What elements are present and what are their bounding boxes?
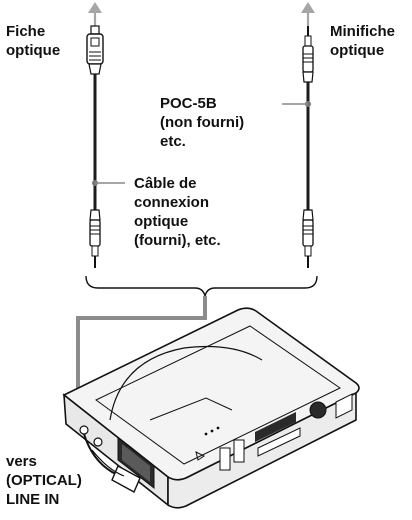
label-line: Minifiche xyxy=(330,23,396,40)
mini-plug-icon xyxy=(89,209,101,268)
grouping-brace xyxy=(85,275,318,297)
mini-plug-icon xyxy=(302,26,314,83)
label-line: Câble de xyxy=(134,175,197,192)
label-destination: vers (OPTICAL) LINE IN xyxy=(6,452,82,509)
arrow-up-icon xyxy=(301,2,315,26)
label-line: optique xyxy=(134,213,189,230)
label-optical-plug: Fiche optique xyxy=(6,22,60,60)
minidisc-recorder-icon xyxy=(62,307,360,509)
label-line: POC-5B xyxy=(160,95,217,112)
optical-plug-icon xyxy=(86,25,104,75)
label-line: (OPTICAL) xyxy=(6,472,82,489)
label-line: etc. xyxy=(160,133,186,150)
label-line: (fourni), etc. xyxy=(134,232,221,249)
label-line: optique xyxy=(6,42,61,59)
connection-line xyxy=(76,296,207,412)
label-line: vers xyxy=(6,453,37,470)
label-line: optique xyxy=(330,42,385,59)
label-poc-cable: POC-5B (non fourni) etc. xyxy=(160,94,244,151)
left-optical-cable xyxy=(86,2,125,268)
plugged-cable xyxy=(83,433,129,481)
label-line: LINE IN xyxy=(6,491,60,508)
label-connection-cable: Câble de connexion optique (fourni), etc… xyxy=(134,174,221,250)
mini-plug-icon xyxy=(302,209,314,268)
label-line: (non fourni) xyxy=(160,114,245,131)
label-line: Fiche xyxy=(6,23,46,40)
right-optical-cable xyxy=(282,2,315,268)
arrow-up-icon xyxy=(88,2,102,26)
label-optical-miniplug: Minifiche optique xyxy=(330,22,395,60)
label-line: connexion xyxy=(134,194,210,211)
